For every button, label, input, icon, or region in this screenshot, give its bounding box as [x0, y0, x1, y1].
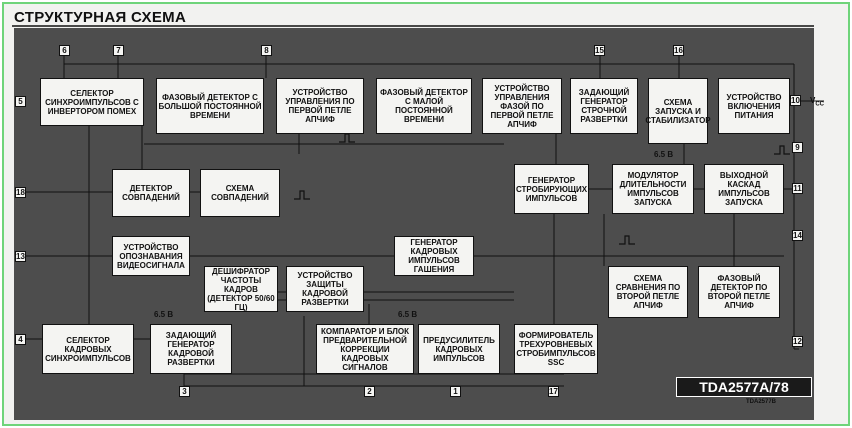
voltage-label-comparator: 6.5 В: [398, 310, 418, 319]
footnote-label: TDA2577B: [746, 399, 777, 405]
pin-8: 8: [261, 45, 272, 56]
pin-17: 17: [548, 386, 559, 397]
block-control-first-pll: УСТРОЙСТВО УПРАВЛЕНИЯ ПО ПЕРВОЙ ПЕТЛЕ АП…: [276, 78, 364, 134]
pin-3: 3: [179, 386, 190, 397]
block-frequency-decoder: ДЕШИФРАТОР ЧАСТОТЫ КАДРОВ (ДЕТЕКТОР 50/6…: [204, 266, 278, 312]
block-comparator: КОМПАРАТОР И БЛОК ПРЕДВАРИТЕЛЬНОЙ КОРРЕК…: [316, 324, 414, 374]
block-coincidence-detector: ДЕТЕКТОР СОВПАДЕНИЙ: [112, 169, 190, 217]
block-start-stabilizer: СХЕМА ЗАПУСКА И СТАБИЛИЗАТОР: [645, 78, 711, 144]
block-power-on: УСТРОЙСТВО ВКЛЮЧЕНИЯ ПИТАНИЯ: [718, 78, 790, 134]
block-sandcastle-former: ФОРМИРОВАТЕЛЬ ТРЕХУРОВНЕВЫХ СТРОБИМПУЛЬС…: [514, 324, 598, 374]
block-phase-detector-small: ФАЗОВЫЙ ДЕТЕКТОР С МАЛОЙ ПОСТОЯННОЙ ВРЕМ…: [376, 78, 472, 134]
pin-14: 14: [792, 230, 803, 241]
pin-1: 1: [450, 386, 461, 397]
block-phase-detector-second: ФАЗОВЫЙ ДЕТЕКТОР ПО ВТОРОЙ ПЕТЛЕ АПЧиФ: [698, 266, 780, 318]
pin-18: 18: [15, 187, 26, 198]
block-preamplifier: ПРЕДУСИЛИТЕЛЬ КАДРОВЫХ ИМПУЛЬСОВ: [418, 324, 500, 374]
pin-12: 12: [792, 336, 803, 347]
voltage-label-frame-osc: 6.5 В: [154, 310, 174, 319]
block-sync-selector: СЕЛЕКТОР СИНХРОИМПУЛЬСОВ С ИНВЕРТОРОМ ПО…: [40, 78, 144, 126]
block-phase-control-first: УСТРОЙСТВО УПРАВЛЕНИЯ ФАЗОЙ ПО ПЕРВОЙ ПЕ…: [482, 78, 562, 134]
chip-name-label: TDA2577A/78: [676, 377, 812, 397]
block-comparison-second-pll: СХЕМА СРАВНЕНИЯ ПО ВТОРОЙ ПЕТЛЕ АПЧиФ: [608, 266, 688, 318]
pin-6: 6: [59, 45, 70, 56]
vcc-label: VCC: [810, 96, 825, 108]
pin-4: 4: [15, 334, 26, 345]
pin-16: 16: [673, 45, 684, 56]
pin-7: 7: [113, 45, 124, 56]
diagram-title: СТРУКТУРНАЯ СХЕМА: [14, 9, 187, 26]
pin-5: 5: [15, 96, 26, 107]
block-output-stage: ВЫХОДНОЙ КАСКАД ИМПУЛЬСОВ ЗАПУСКА: [704, 164, 784, 214]
block-video-identification: УСТРОЙСТВО ОПОЗНАВАНИЯ ВИДЕОСИГНАЛА: [112, 236, 190, 276]
vcc-subscript: CC: [815, 101, 825, 108]
pin-10: 10: [790, 95, 801, 106]
block-frame-protection: УСТРОЙСТВО ЗАЩИТЫ КАДРОВОЙ РАЗВЕРТКИ: [286, 266, 364, 312]
pin-2: 2: [364, 386, 375, 397]
block-pulse-width-modulator: МОДУЛЯТОР ДЛИТЕЛЬНОСТИ ИМПУЛЬСОВ ЗАПУСКА: [612, 164, 694, 214]
block-blanking-generator: ГЕНЕРАТОР КАДРОВЫХ ИМПУЛЬСОВ ГАШЕНИЯ: [394, 236, 474, 276]
block-coincidence-circuit: СХЕМА СОВПАДЕНИЙ: [200, 169, 280, 217]
pin-9: 9: [792, 142, 803, 153]
voltage-label-pwm: 6.5 В: [654, 150, 674, 159]
block-frame-oscillator: ЗАДАЮЩИЙ ГЕНЕРАТОР КАДРОВОЙ РАЗВЕРТКИ: [150, 324, 232, 374]
block-line-oscillator: ЗАДАЮЩИЙ ГЕНЕРАТОР СТРОЧНОЙ РАЗВЕРТКИ: [570, 78, 638, 134]
block-gating-pulse-generator: ГЕНЕРАТОР СТРОБИРУЮЩИХ ИМПУЛЬСОВ: [514, 164, 589, 214]
pin-15: 15: [594, 45, 605, 56]
pin-11: 11: [792, 183, 803, 194]
pin-13: 13: [15, 251, 26, 262]
block-phase-detector-large: ФАЗОВЫЙ ДЕТЕКТОР С БОЛЬШОЙ ПОСТОЯННОЙ ВР…: [156, 78, 264, 134]
block-frame-sync-selector: СЕЛЕКТОР КАДРОВЫХ СИНХРОИМПУЛЬСОВ: [42, 324, 134, 374]
